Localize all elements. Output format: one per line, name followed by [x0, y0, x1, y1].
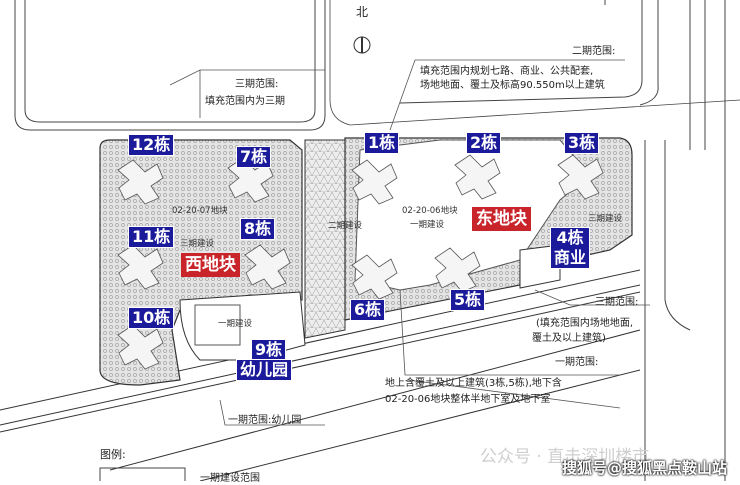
north-label: 北 [356, 5, 369, 19]
phase3-east-line1: (填充范围内场地地面, [536, 318, 634, 329]
phase1-line1: 地上含覆土及以上建筑(3栋,5栋),地下含 [385, 378, 562, 389]
phase1-title: 一期范围: [555, 357, 599, 368]
commercial-label: 商业 [554, 248, 587, 267]
phase3-east-title: 三期范围: [595, 297, 639, 308]
west-plot-phase: 三期建设 [180, 239, 215, 249]
building-4-commercial-label: 4栋商业 [550, 227, 591, 269]
legend-title: 图例: [100, 448, 126, 461]
building-5-label: 5栋 [450, 289, 486, 311]
phase3-west-title: 三期范围: [235, 79, 279, 90]
east-plot-phase: 一期建设 [410, 220, 445, 230]
building-10-label: 10栋 [128, 307, 175, 329]
middle-phase: 二期建设 [328, 221, 363, 231]
building-2-label: 2栋 [466, 132, 502, 154]
building-9-label: 9栋 [251, 339, 287, 361]
east-plot-code: 02-20-06地块 [402, 206, 458, 216]
sohu-watermark: 搜狐号@搜狐黑点鞍山站 [562, 459, 728, 477]
phase2-line1: 填充范围内规划七路、商业、公共配套, [420, 66, 594, 77]
west-plot-label: 西地块 [181, 253, 240, 277]
phase2-line2: 场地地面、覆土及标高90.550m以上建筑 [420, 80, 605, 91]
phase1-line2: 02-20-06地块整体半地下室及地下室 [385, 394, 551, 405]
building-12-label: 12栋 [128, 134, 175, 156]
building-11-label: 11栋 [128, 226, 175, 248]
building-3-label: 3栋 [564, 132, 600, 154]
middle-strip [304, 139, 346, 339]
phase3-west-text: 填充范围内为三期 [205, 96, 285, 107]
east-plot-label: 东地块 [472, 207, 531, 231]
north-arrow-icon [355, 38, 369, 52]
building-8-label: 8栋 [240, 218, 276, 240]
wechat-watermark: 公众号 · 直击深圳楼市 [480, 447, 650, 467]
west-plot-code: 02-20-07地块 [172, 206, 228, 216]
east-corner-phase: 三期建设 [588, 214, 623, 224]
building-1-label: 1栋 [364, 132, 400, 154]
legend-item-1: 一期建设范围 [200, 473, 260, 484]
phase2-title: 二期范围: [572, 46, 616, 57]
building-7-label: 7栋 [236, 146, 272, 168]
phase3-east-line2: 覆土及以上建筑) [532, 333, 606, 344]
building-4-label: 4栋 [556, 228, 584, 247]
phase1-kinder: 一期范围:幼儿园 [228, 415, 302, 426]
kinder-phase: 一期建设 [218, 319, 253, 329]
kindergarten-label: 幼儿园 [236, 359, 293, 381]
building-6-label: 6栋 [350, 299, 386, 321]
